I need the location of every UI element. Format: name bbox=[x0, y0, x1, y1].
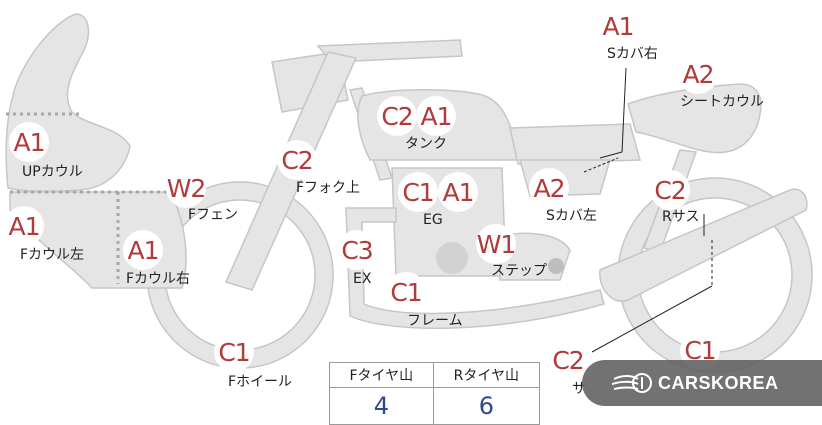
carskorea-watermark: CARSKOREA bbox=[582, 360, 822, 406]
badge-step: W1 bbox=[476, 224, 516, 264]
label-eg: EG bbox=[423, 212, 443, 228]
label-seat-cowl: シートカウル bbox=[680, 94, 764, 110]
badge-f-cowl-right: A1 bbox=[123, 230, 163, 270]
label-r-sus: Rサス bbox=[662, 209, 700, 225]
badge-s-cover-right: A1 bbox=[598, 6, 638, 46]
frame-down-shape bbox=[345, 207, 605, 329]
seat-shape bbox=[509, 123, 641, 165]
badge-eg-c: C1 bbox=[398, 172, 438, 212]
leader-s-cover-r bbox=[599, 67, 627, 159]
header-front-tire: Fタイヤ山 bbox=[329, 362, 434, 388]
header-rear-tire: Rタイヤ山 bbox=[432, 362, 541, 388]
badge-f-cowl-left: A1 bbox=[4, 206, 44, 246]
badge-eg-a: A1 bbox=[438, 172, 478, 212]
label-up-cowl: UPカウル bbox=[22, 164, 83, 180]
carskorea-logo-icon bbox=[612, 373, 652, 393]
muffler-shape bbox=[599, 188, 808, 302]
badge-r-sus: C2 bbox=[650, 170, 690, 210]
badge-up-cowl: A1 bbox=[9, 122, 49, 162]
badge-tank-c: C2 bbox=[377, 96, 417, 136]
label-step: ステップ bbox=[491, 263, 547, 279]
table-header-row: Fタイヤ山 Rタイヤ山 bbox=[329, 362, 541, 388]
label-f-cowl-left: Fカウル左 bbox=[20, 247, 85, 263]
badge-f-wheel: C1 bbox=[214, 332, 254, 372]
badge-tank-a: A1 bbox=[416, 96, 456, 136]
label-f-fork: Fフォク上 bbox=[296, 180, 361, 196]
label-s-cover-left: Sカバ左 bbox=[546, 208, 597, 224]
carskorea-brand-text: CARSKOREA bbox=[658, 372, 779, 393]
label-f-fender: Fフェン bbox=[188, 207, 239, 223]
tire-tread-table: Fタイヤ山 Rタイヤ山 4 6 bbox=[329, 362, 541, 425]
leader-side bbox=[591, 285, 713, 353]
value-front-tire: 4 bbox=[329, 387, 434, 425]
badge-seat-cowl: A2 bbox=[678, 54, 718, 94]
badge-s-cover-left: A2 bbox=[529, 168, 569, 208]
step-shape bbox=[548, 258, 564, 274]
engine-plug-shape bbox=[436, 242, 468, 274]
badge-f-fender: W2 bbox=[166, 168, 206, 208]
value-rear-tire: 6 bbox=[432, 387, 541, 425]
label-f-wheel: Fホイール bbox=[228, 374, 293, 390]
leader-s-cover-dash bbox=[583, 157, 619, 173]
table-value-row: 4 6 bbox=[329, 387, 541, 425]
badge-ex: C3 bbox=[337, 230, 377, 270]
badge-frame: C1 bbox=[386, 272, 426, 312]
label-tank: タンク bbox=[405, 136, 447, 152]
label-frame: フレーム bbox=[407, 313, 463, 329]
label-ex: EX bbox=[353, 271, 372, 287]
badge-f-fork: C2 bbox=[277, 140, 317, 180]
label-f-cowl-right: Fカウル右 bbox=[126, 271, 191, 287]
badge-side-left: C2 bbox=[548, 340, 588, 380]
label-s-cover-right: Sカバ右 bbox=[607, 46, 658, 62]
